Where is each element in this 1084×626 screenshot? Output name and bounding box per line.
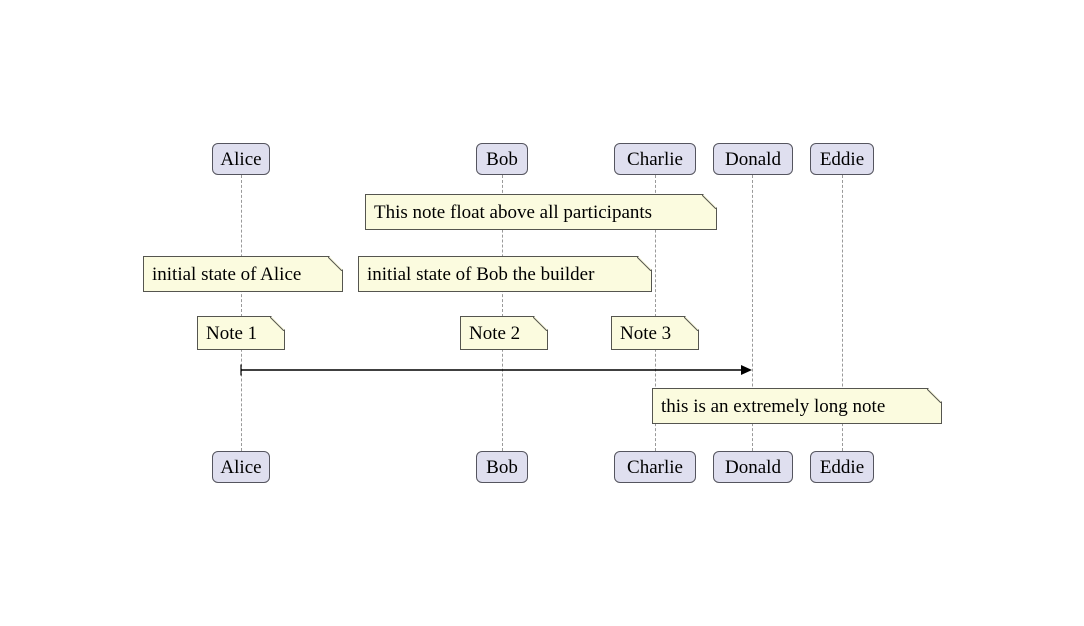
note-text: Note 3 (620, 322, 672, 344)
note-fold-corner-icon (533, 317, 547, 331)
participant-label: Bob (486, 456, 518, 478)
note-text: initial state of Alice (152, 263, 302, 285)
participant-label: Charlie (627, 456, 683, 478)
note-fold-corner-icon (637, 257, 651, 271)
participant-label: Alice (220, 148, 262, 170)
note-text: this is an extremely long note (661, 395, 886, 417)
participant-top-donald[interactable]: Donald (713, 143, 793, 175)
lifeline-bob (502, 175, 503, 451)
lifeline-alice (241, 175, 242, 451)
participant-label: Bob (486, 148, 518, 170)
participant-label: Donald (725, 148, 781, 170)
participant-bottom-alice[interactable]: Alice (212, 451, 270, 483)
note-fold-corner-icon (684, 317, 698, 331)
note-text: This note float above all participants (374, 201, 653, 223)
participant-top-charlie[interactable]: Charlie (614, 143, 696, 175)
note-text: Note 1 (206, 322, 258, 344)
participant-bottom-donald[interactable]: Donald (713, 451, 793, 483)
note-2[interactable]: Note 2 (460, 316, 548, 350)
note-text: Note 2 (469, 322, 521, 344)
note-initial-bob[interactable]: initial state of Bob the builder (358, 256, 652, 292)
lifeline-charlie (655, 175, 656, 451)
participant-bottom-bob[interactable]: Bob (476, 451, 528, 483)
note-3[interactable]: Note 3 (611, 316, 699, 350)
participant-top-alice[interactable]: Alice (212, 143, 270, 175)
note-fold-corner-icon (702, 195, 716, 209)
participant-top-eddie[interactable]: Eddie (810, 143, 874, 175)
note-fold-corner-icon (927, 389, 941, 403)
participant-label: Charlie (627, 148, 683, 170)
note-long[interactable]: this is an extremely long note (652, 388, 942, 424)
lifeline-eddie (842, 175, 843, 451)
note-fold-corner-icon (270, 317, 284, 331)
note-fold-corner-icon (328, 257, 342, 271)
participant-bottom-charlie[interactable]: Charlie (614, 451, 696, 483)
note-1[interactable]: Note 1 (197, 316, 285, 350)
participant-label: Eddie (819, 148, 865, 170)
participant-top-bob[interactable]: Bob (476, 143, 528, 175)
participant-bottom-eddie[interactable]: Eddie (810, 451, 874, 483)
participant-label: Eddie (819, 456, 865, 478)
participant-label: Alice (220, 456, 262, 478)
message-alice-to-donald[interactable] (240, 362, 752, 378)
lifeline-donald (752, 175, 753, 451)
participant-label: Donald (725, 456, 781, 478)
note-over-all[interactable]: This note float above all participants (365, 194, 717, 230)
note-initial-alice[interactable]: initial state of Alice (143, 256, 343, 292)
note-text: initial state of Bob the builder (367, 263, 595, 285)
